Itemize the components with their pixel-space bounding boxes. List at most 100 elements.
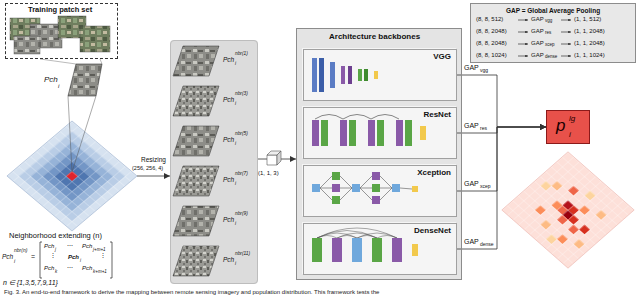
backbone-panel: Architecture backbonesVGGResNetXceptionD…: [296, 28, 462, 280]
res-block: [349, 120, 356, 146]
conv-layer: [312, 58, 317, 92]
neighborhood-diamond: Neighborhood extending (n): [7, 121, 137, 231]
backbone-box: Xception: [303, 165, 457, 217]
label-text: res: [480, 126, 487, 131]
dense-block: [392, 238, 402, 262]
resnet-layers: [312, 115, 426, 147]
conv-layer: [364, 69, 368, 81]
legend-arrow: [561, 56, 571, 57]
dense-block: [372, 238, 382, 262]
label-text: (1, 1, 2048): [574, 40, 605, 46]
label-text: Pch: [82, 265, 92, 271]
node-text: Pch: [223, 97, 234, 104]
label-text: i: [80, 259, 81, 264]
res-block: [396, 120, 403, 146]
backbone-box-fill: [302, 48, 456, 100]
sep-conv: [372, 196, 380, 204]
patch-panel: Pchinbr(1)Pchinbr(3)Pchinbr(5)Pchinbr(7)…: [170, 40, 258, 284]
label-text: xcep: [545, 43, 555, 48]
backbone-box: DenseNet: [303, 223, 457, 275]
legend-arrow: [561, 20, 571, 21]
node-text: i: [235, 102, 236, 107]
node-text: nbr(7): [235, 172, 248, 177]
legend-arrow: [518, 20, 528, 21]
label-text: k+m+1: [93, 270, 107, 275]
label-text: ⋯: [67, 264, 73, 270]
neighborhood-patch: [173, 206, 219, 236]
label-text: ⋯: [67, 242, 73, 248]
sep-conv: [332, 172, 340, 180]
label-text: nbr(n): [14, 248, 27, 253]
res-block: [321, 120, 328, 146]
node-text: GAP = Global Average Pooling: [471, 8, 635, 15]
res-block: [368, 120, 375, 146]
label-text: vgg: [480, 68, 488, 73]
neighborhood-patch: [173, 166, 219, 196]
label-text: Pch: [68, 254, 79, 260]
training-box-fill: [5, 3, 118, 59]
node-text: nbr(5): [235, 132, 248, 137]
label-text: k: [55, 270, 57, 275]
node-text: Pch: [223, 177, 234, 184]
label-text: ⋮: [100, 252, 106, 258]
output-layer: [374, 71, 378, 79]
label-text: Pch: [2, 254, 13, 261]
node-text: i: [235, 62, 236, 67]
label-text: xcep: [480, 184, 491, 189]
label-text: (8, 8, 1024): [476, 52, 507, 58]
figure-caption: Fig. 3. An end-to-end framework to deriv…: [4, 289, 379, 295]
backbone-box-fill: [302, 222, 456, 274]
sep-conv: [312, 184, 320, 192]
training-patch: [14, 36, 40, 54]
skip-connection: [343, 115, 371, 120]
dashed-group-box: Training patch set: [5, 3, 118, 59]
backbone-box-fill: [302, 106, 456, 158]
label-text: ⋮: [50, 252, 56, 258]
matrix-bracket: [40, 242, 42, 278]
label-text: (1, 1, 1024): [574, 52, 605, 58]
node-text: Pch: [223, 137, 234, 144]
node-text: nbr(11): [235, 252, 250, 257]
label-text: i: [58, 83, 59, 89]
conv-layer: [319, 58, 324, 92]
population-heatmap: [502, 152, 634, 268]
label-text: GAP: [531, 52, 544, 58]
node-text: p: [556, 117, 565, 134]
dense-block: [312, 238, 322, 262]
output-tile-fill: [546, 110, 590, 144]
node-text: VGG: [433, 53, 451, 61]
cube-side: [277, 151, 281, 165]
grid-lines: [7, 121, 137, 231]
node-text: i: [235, 222, 236, 227]
xception-layers: [312, 172, 418, 204]
label-text: GAP: [464, 64, 479, 71]
output-tile: plg i: [546, 110, 590, 144]
backbone-box: VGG: [303, 49, 457, 101]
sep-conv: [372, 184, 380, 192]
node-text: Xception: [417, 169, 451, 177]
sep-conv: [332, 196, 340, 204]
neighborhood-grid: [7, 121, 137, 231]
label-text: GAP: [464, 238, 479, 245]
node-text: lg: [569, 115, 575, 123]
zoom-line: [72, 96, 96, 172]
neighborhood-patch: [173, 46, 219, 76]
label-text: GAP: [531, 40, 544, 46]
res-block: [405, 120, 412, 146]
connector-arrow: [457, 127, 546, 191]
label-text: Pch: [44, 243, 54, 249]
node-text: nbr(3): [235, 92, 248, 97]
label-text: j: [55, 248, 56, 253]
label-text: Pch: [44, 76, 58, 84]
output-layer: [420, 126, 426, 140]
node-text: i: [235, 142, 236, 147]
label-text: =: [31, 253, 35, 260]
node-text: i: [569, 131, 571, 139]
res-block: [377, 120, 384, 146]
edge-label: Resizing: [140, 157, 167, 164]
sep-conv: [352, 184, 360, 192]
connector-arrow: [457, 127, 546, 249]
label-text: (1, 1, 512): [574, 16, 601, 22]
node-text: nbr(9): [235, 212, 248, 217]
